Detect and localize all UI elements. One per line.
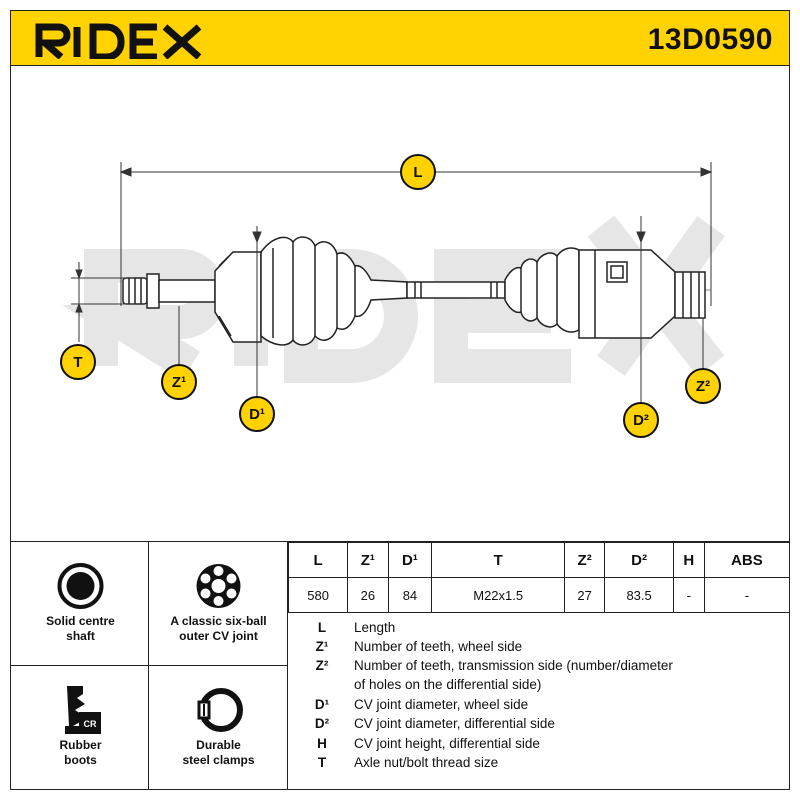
- drive-shaft-drawing: [62, 162, 725, 402]
- centre-shaft: [406, 281, 506, 299]
- feature-label: Rubber boots: [59, 738, 102, 767]
- spec-value-z2: 27: [563, 577, 606, 613]
- spec-header-h: H: [672, 542, 705, 578]
- legend-key: Z²: [315, 658, 329, 673]
- legend-key: Z¹: [315, 639, 329, 654]
- legend-desc: of holes on the differential side): [354, 677, 542, 692]
- spec-table: L Z¹ D¹ T Z² D² H ABS 580 26 84 M22x1.5 …: [287, 542, 791, 613]
- header-bar: 13D0590: [10, 10, 790, 66]
- legend: L Length Z¹ Number of teeth, wheel side …: [288, 612, 790, 790]
- legend-key: D²: [314, 716, 330, 731]
- steel-clamp-icon: [197, 688, 243, 732]
- feature-solid-shaft: Solid centre shaft: [10, 542, 149, 666]
- spec-header-z2: Z²: [563, 542, 606, 578]
- legend-desc: CV joint diameter, wheel side: [354, 697, 529, 712]
- spec-header-d2: D²: [604, 542, 674, 578]
- label-t-badge: T: [60, 344, 96, 380]
- spec-header-row: L Z¹ D¹ T Z² D² H ABS: [287, 542, 791, 578]
- spec-header-l: L: [287, 542, 349, 578]
- legend-desc: CV joint diameter, differential side: [354, 716, 555, 731]
- spec-value-t: M22x1.5: [431, 577, 565, 613]
- spec-header-t: T: [431, 542, 565, 578]
- rubber-boot-icon: CR: [65, 686, 101, 734]
- feature-steel-clamp: Durable steel clamps: [149, 666, 288, 790]
- d1-leader: [252, 226, 262, 396]
- technical-drawing: L T Z¹ D¹ D² Z²: [10, 66, 790, 542]
- legend-key: D¹: [314, 697, 330, 712]
- spec-value-d2: 83.5: [604, 577, 674, 613]
- feature-grid: Solid centre shaft A classic six-ball ou…: [10, 542, 288, 790]
- spec-value-z1: 26: [347, 577, 389, 613]
- spec-value-h: -: [672, 577, 705, 613]
- legend-key: H: [317, 736, 327, 751]
- legend-desc: CV joint height, differential side: [354, 736, 540, 751]
- legend-desc: Length: [354, 620, 396, 635]
- feature-label: A classic six-ball outer CV joint: [170, 614, 267, 643]
- spec-header-d1: D¹: [387, 542, 433, 578]
- legend-key: L: [317, 620, 327, 635]
- spec-header-abs: ABS: [703, 542, 791, 578]
- brand-logo: [35, 23, 202, 59]
- label-d2-badge: D²: [623, 402, 659, 438]
- six-ball-joint-icon: [196, 564, 241, 608]
- solid-shaft-icon: [57, 563, 104, 609]
- legend-desc: Number of teeth, transmission side (numb…: [354, 658, 673, 673]
- label-l-badge: L: [400, 154, 436, 190]
- d2-leader: [636, 216, 646, 402]
- label-z2-badge: Z²: [685, 368, 721, 404]
- part-number: 13D0590: [647, 23, 773, 56]
- spec-value-l: 580: [287, 577, 349, 613]
- feature-label: Solid centre shaft: [46, 614, 115, 643]
- label-d1-badge: D¹: [239, 396, 275, 432]
- cr-mark: CR: [84, 719, 97, 729]
- spec-value-row: 580 26 84 M22x1.5 27 83.5 - -: [287, 577, 791, 613]
- feature-label: Durable steel clamps: [182, 738, 255, 767]
- legend-desc: Axle nut/bolt thread size: [354, 755, 499, 770]
- inner-cv-joint: [578, 249, 706, 339]
- label-z1-badge: Z¹: [161, 364, 197, 400]
- spec-value-abs: -: [703, 577, 791, 613]
- spec-value-d1: 84: [387, 577, 433, 613]
- legend-key: T: [317, 755, 327, 770]
- spec-header-z1: Z¹: [347, 542, 389, 578]
- t-dimension: [71, 262, 135, 342]
- feature-rubber-boot: CR Rubber boots: [10, 666, 149, 790]
- legend-desc: Number of teeth, wheel side: [354, 639, 523, 654]
- feature-six-ball-joint: A classic six-ball outer CV joint: [149, 542, 288, 666]
